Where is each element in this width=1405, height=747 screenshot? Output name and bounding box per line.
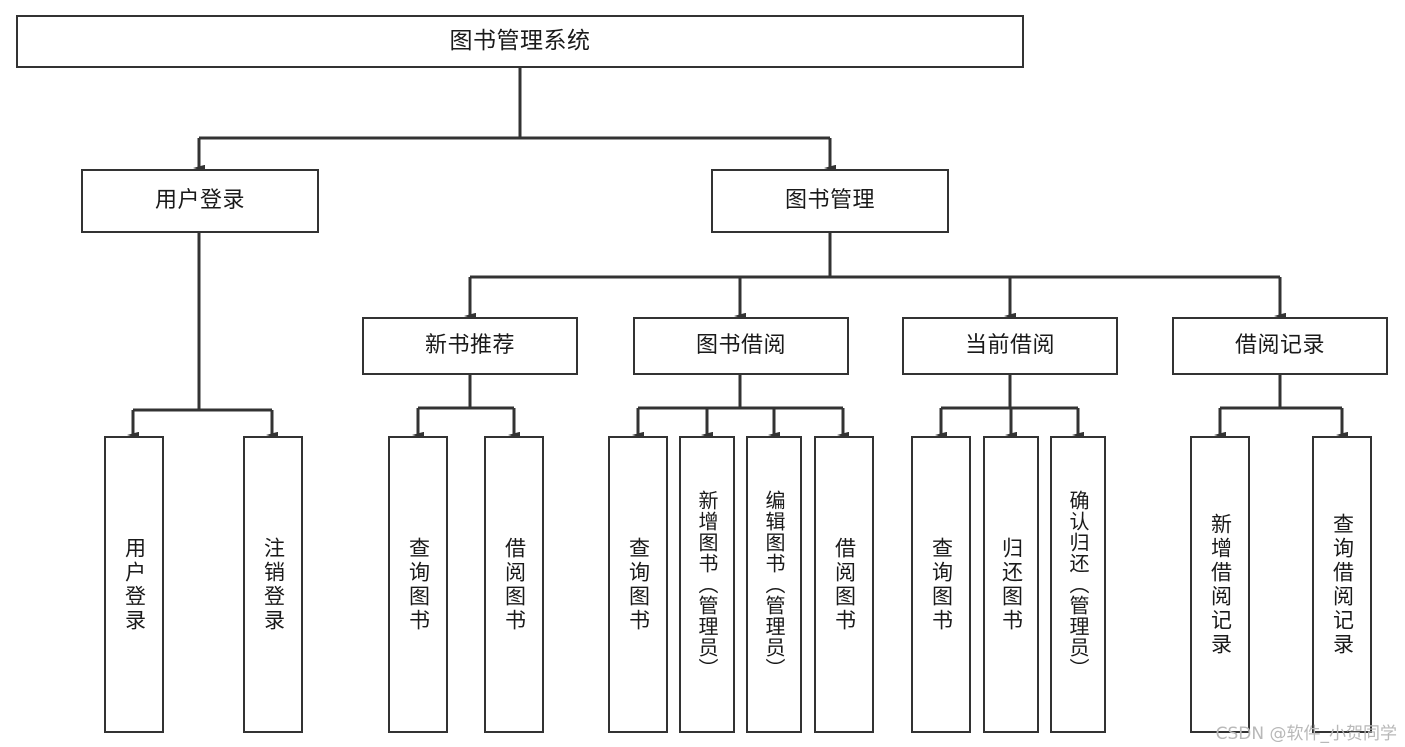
node-book-borrow-label: 图书借阅 [695,332,786,358]
leaf-logout-label: 注销登录 [261,536,286,633]
leaf-query-book-current[interactable]: 查询图书 [911,436,971,733]
node-borrow-record-label: 借阅记录 [1234,332,1325,358]
node-borrow-record[interactable]: 借阅记录 [1172,317,1388,375]
leaf-confirm-return[interactable]: 确认归还（管理员） [1050,436,1106,733]
leaf-confirm-return-label: 确认归还（管理员） [1066,490,1090,679]
node-user-login-label: 用户登录 [154,187,245,213]
leaf-borrow-book-recommend[interactable]: 借阅图书 [484,436,544,733]
leaf-query-book-current-label: 查询图书 [929,536,954,633]
leaf-query-borrow-record[interactable]: 查询借阅记录 [1312,436,1372,733]
leaf-edit-book-label: 编辑图书（管理员） [762,490,786,679]
node-current-borrow[interactable]: 当前借阅 [902,317,1118,375]
leaf-query-book-borrow[interactable]: 查询图书 [608,436,668,733]
node-book-manage[interactable]: 图书管理 [711,169,949,233]
leaf-add-borrow-record[interactable]: 新增借阅记录 [1190,436,1250,733]
node-root[interactable]: 图书管理系统 [16,15,1024,68]
leaf-edit-book[interactable]: 编辑图书（管理员） [746,436,802,733]
leaf-add-book-label: 新增图书（管理员） [695,490,719,679]
leaf-user-login[interactable]: 用户登录 [104,436,164,733]
leaf-query-book-recommend-label: 查询图书 [406,536,431,633]
csdn-watermark: CSDN @软件_小贺同学 [1215,724,1397,744]
leaf-return-book[interactable]: 归还图书 [983,436,1039,733]
leaf-borrow-book[interactable]: 借阅图书 [814,436,874,733]
node-current-borrow-label: 当前借阅 [964,332,1055,358]
leaf-query-borrow-record-label: 查询借阅记录 [1330,512,1355,657]
leaf-return-book-label: 归还图书 [999,536,1024,633]
leaf-add-borrow-record-label: 新增借阅记录 [1208,512,1233,657]
node-user-login[interactable]: 用户登录 [81,169,319,233]
node-root-label: 图书管理系统 [449,27,591,54]
leaf-borrow-book-recommend-label: 借阅图书 [502,536,527,633]
leaf-user-login-label: 用户登录 [122,536,147,633]
leaf-query-book-recommend[interactable]: 查询图书 [388,436,448,733]
leaf-query-book-borrow-label: 查询图书 [626,536,651,633]
leaf-add-book[interactable]: 新增图书（管理员） [679,436,735,733]
node-book-borrow[interactable]: 图书借阅 [633,317,849,375]
node-book-manage-label: 图书管理 [784,187,875,213]
leaf-logout[interactable]: 注销登录 [243,436,303,733]
node-new-book-recommend[interactable]: 新书推荐 [362,317,578,375]
leaf-borrow-book-label: 借阅图书 [832,536,857,633]
node-new-book-recommend-label: 新书推荐 [424,332,515,358]
